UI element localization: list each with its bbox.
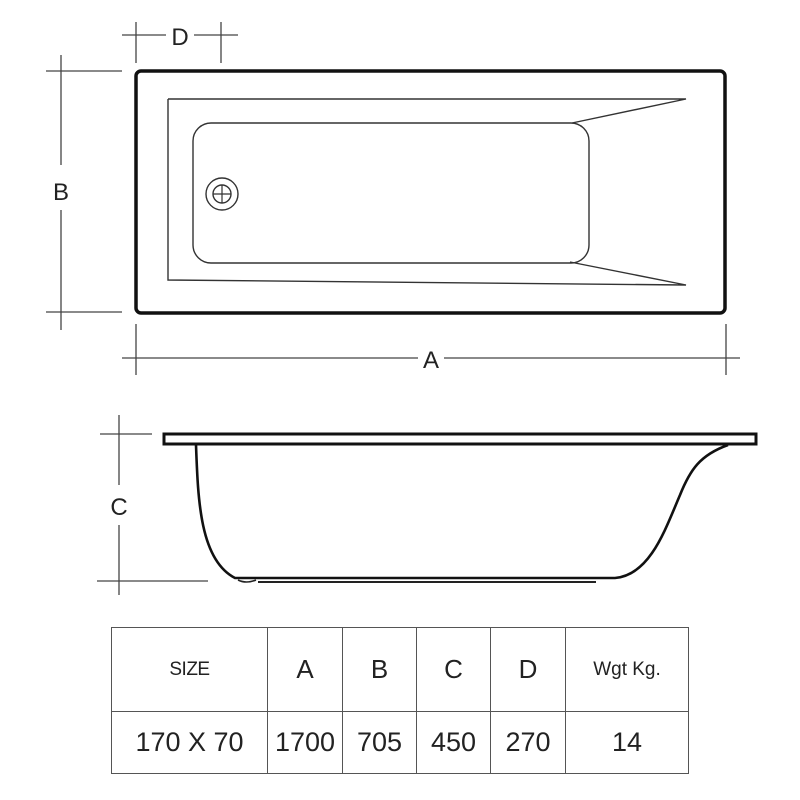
cell-d: 270 [490,711,566,774]
bath-rim-profile [162,432,758,446]
dimension-c [97,415,208,595]
cell-weight: 14 [565,711,689,774]
spec-table-header: SIZE A B C D Wgt Kg. [111,627,689,712]
header-c: C [416,627,491,712]
table-row: 170 X 70 1700 705 450 270 14 [111,711,689,774]
label-d: D [171,24,188,51]
cell-size: 170 X 70 [111,711,268,774]
cell-b: 705 [342,711,417,774]
header-size: SIZE [111,627,268,712]
label-b: B [53,179,69,206]
dimension-b [46,55,122,330]
cell-c: 450 [416,711,491,774]
label-c: C [110,494,127,521]
plan-view: D B A [46,22,740,375]
header-a: A [267,627,343,712]
waste-outlet [237,579,257,583]
dimension-a [122,324,740,375]
bath-body-profile [194,443,729,580]
header-weight: Wgt Kg. [565,627,689,712]
dimension-d [122,22,238,63]
bath-outer-rim [134,69,727,315]
bath-basin [192,122,590,264]
header-d: D [490,627,566,712]
header-b: B [342,627,417,712]
bath-inner-shell [167,98,687,286]
spec-table: SIZE A B C D Wgt Kg. 170 X 70 1700 705 4… [111,627,689,774]
cell-a: 1700 [267,711,343,774]
side-view: C [97,415,758,595]
label-a: A [423,347,439,374]
drain-icon [205,177,239,211]
